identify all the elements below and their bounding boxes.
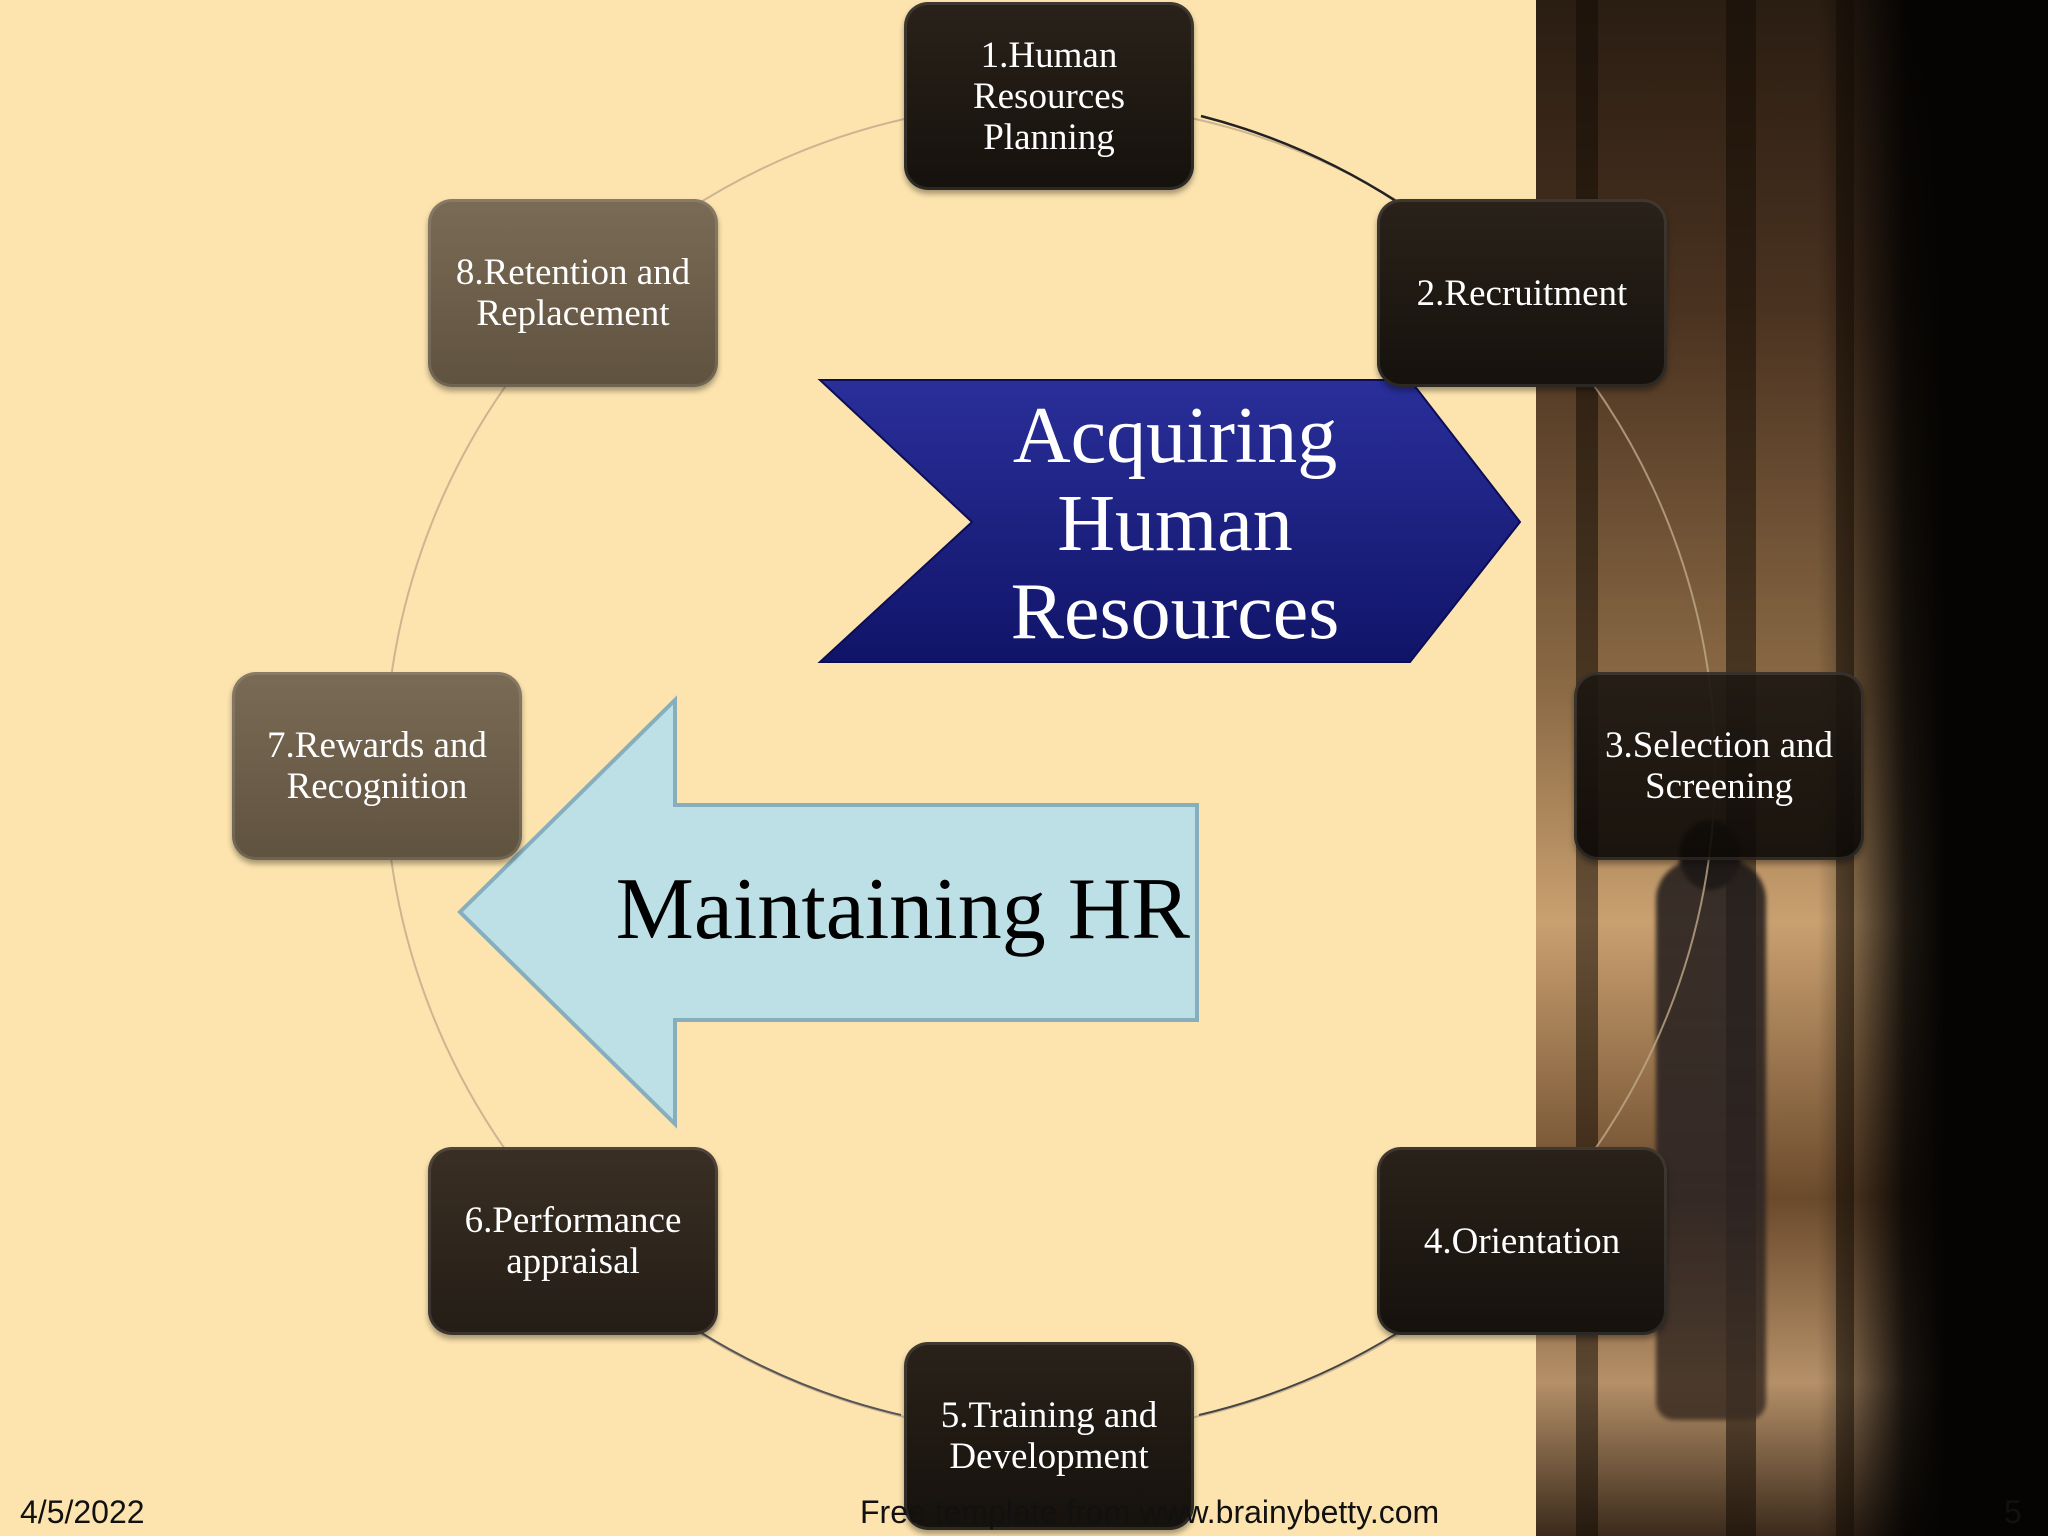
slide-number: 5 bbox=[2004, 1494, 2022, 1530]
cycle-step-recruitment[interactable]: 2.Recruitment bbox=[1377, 199, 1667, 387]
cycle-step-label: 5.Training and Development bbox=[940, 1395, 1158, 1477]
cycle-step-label: 8.Retention and Replacement bbox=[455, 252, 691, 334]
cycle-step-label: 4.Orientation bbox=[1423, 1220, 1621, 1262]
cycle-step-label: 3.Selection and Screening bbox=[1604, 725, 1834, 807]
cycle-step-hr-planning[interactable]: 1.Human Resources Planning bbox=[904, 2, 1194, 190]
cycle-step-label: 2.Recruitment bbox=[1416, 272, 1628, 314]
cycle-step-label: 7.Rewards and Recognition bbox=[267, 725, 487, 807]
cycle-step-appraisal[interactable]: 6.Performance appraisal bbox=[428, 1147, 718, 1335]
slide-date: 4/5/2022 bbox=[20, 1494, 145, 1530]
cycle-step-retention[interactable]: 8.Retention and Replacement bbox=[428, 199, 718, 387]
footer-credit: Free template from www.brainybetty.com bbox=[860, 1494, 1440, 1530]
maintaining-arrow-label: Maintaining HR bbox=[615, 861, 1190, 958]
cycle-step-rewards[interactable]: 7.Rewards and Recognition bbox=[232, 672, 522, 860]
cycle-step-training[interactable]: 5.Training and Development bbox=[904, 1342, 1194, 1530]
cycle-connector bbox=[1200, 114, 1406, 209]
cycle-step-label: 1.Human Resources Planning bbox=[972, 34, 1126, 158]
walking-person bbox=[1656, 860, 1766, 1420]
acquiring-arrow-label: Acquiring Human Resources bbox=[1010, 392, 1340, 656]
cycle-connector bbox=[699, 1331, 902, 1416]
cycle-connector bbox=[1198, 1331, 1400, 1416]
cycle-step-label: 6.Performance appraisal bbox=[464, 1200, 682, 1282]
cycle-step-orientation[interactable]: 4.Orientation bbox=[1377, 1147, 1667, 1335]
cycle-step-selection[interactable]: 3.Selection and Screening bbox=[1574, 672, 1864, 860]
maintaining-arrow bbox=[457, 695, 1199, 1129]
